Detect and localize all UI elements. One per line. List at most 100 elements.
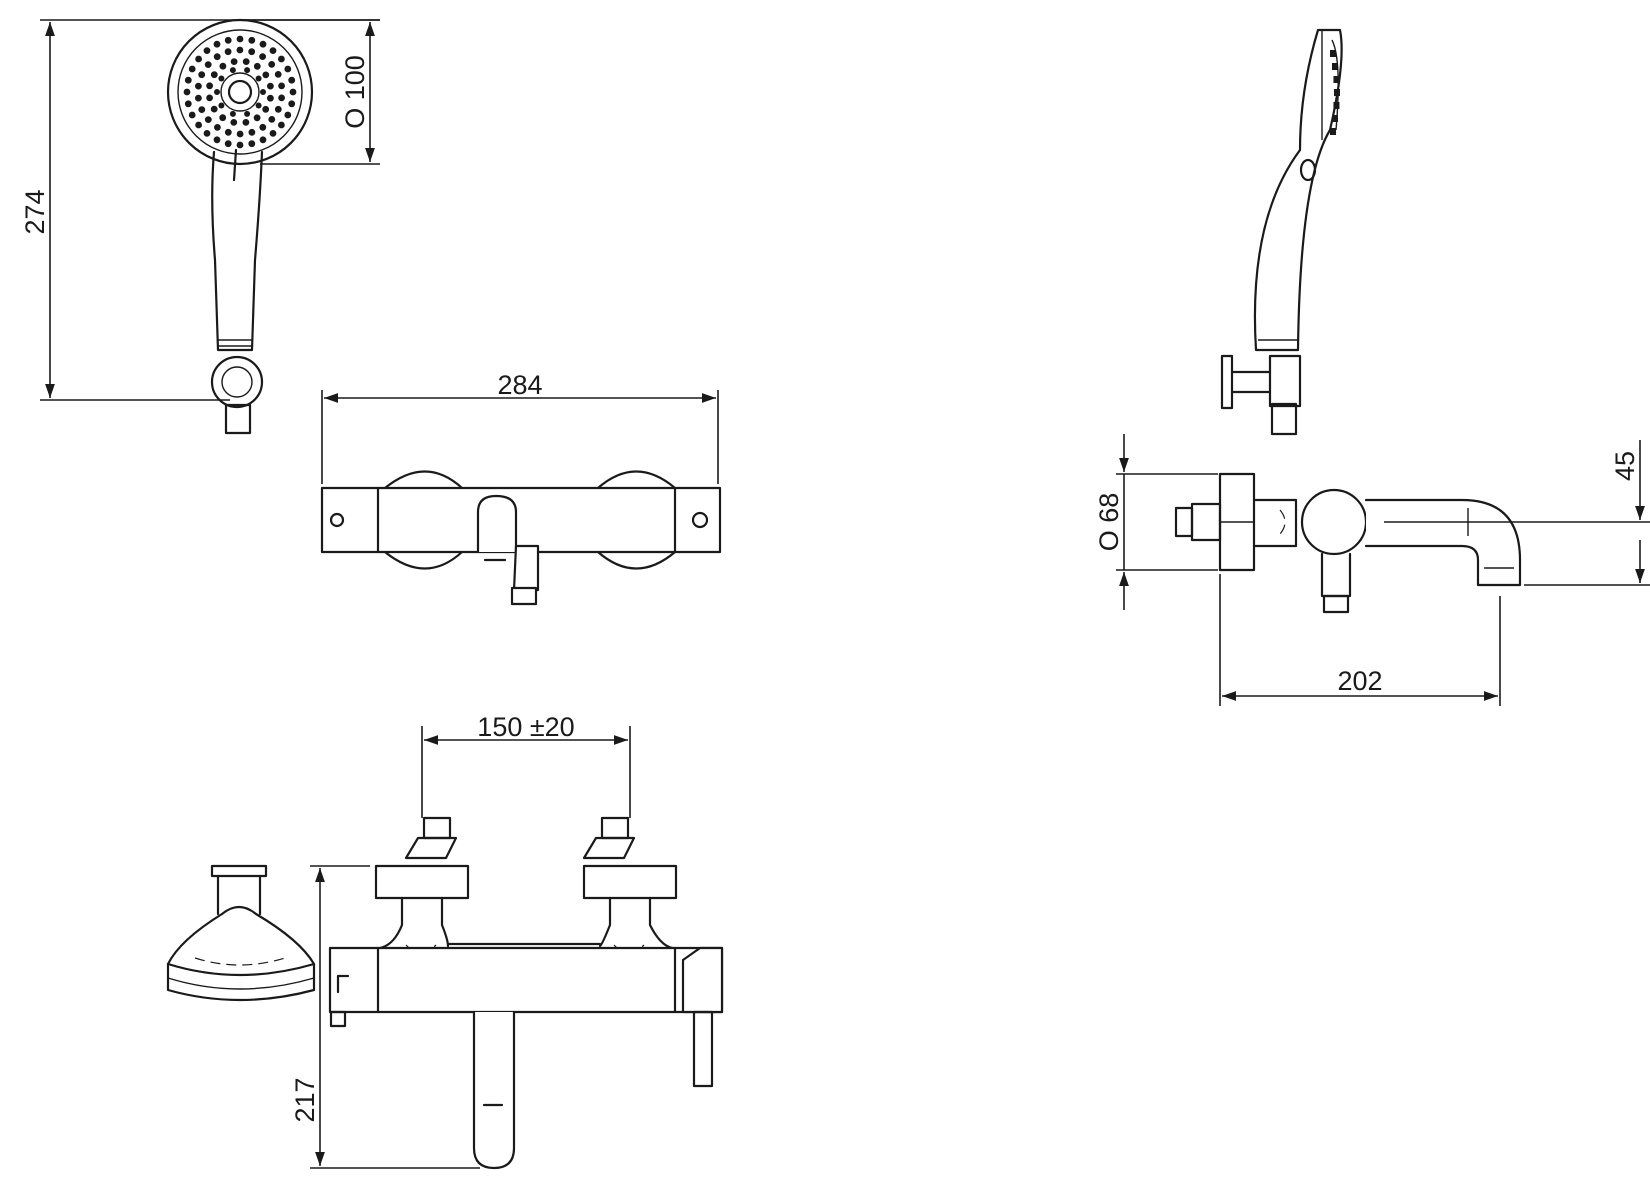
dimension-diameter-68: O 68 (1094, 434, 1218, 610)
nozzle-dot (253, 62, 261, 70)
nozzle-dot (210, 71, 218, 79)
nozzle-dot (213, 53, 221, 61)
nozzle-dot (269, 47, 277, 54)
nozzle-dot (195, 121, 203, 129)
nozzle-dot (288, 100, 296, 108)
nozzle-dot (198, 71, 206, 79)
nozzle-dot (213, 40, 221, 48)
dimension-217: 217 (290, 865, 480, 1169)
nozzle-dot (203, 130, 211, 137)
dim-45-label: 45 (1610, 451, 1640, 481)
nozzle-dot (274, 71, 282, 78)
nozzle-dot (278, 121, 285, 129)
nozzle-dot (244, 110, 251, 117)
nozzle-dot (195, 55, 203, 63)
nozzle-dot (278, 82, 285, 90)
hand-shower-side-view (1220, 28, 1343, 436)
mixer-front-view (320, 470, 722, 606)
nozzle-dot (218, 102, 225, 109)
side-nozzle (1330, 128, 1336, 135)
nozzle-dot (218, 75, 225, 82)
nozzle-dot (284, 65, 292, 73)
nozzle-dot (236, 141, 244, 149)
nozzle-dot (183, 88, 191, 96)
side-nozzle (1334, 89, 1340, 96)
nozzle-dot (269, 130, 277, 137)
dim-diameter-68-label: O 68 (1094, 493, 1124, 552)
side-nozzle (1332, 63, 1338, 70)
dim-202-label: 202 (1337, 666, 1382, 696)
nozzle-dot (274, 105, 282, 113)
nozzle-dot (259, 53, 266, 60)
side-nozzle (1333, 102, 1340, 109)
nozzle-dot (230, 119, 238, 126)
nozzle-dot (259, 136, 267, 144)
nozzle-dot (268, 116, 276, 123)
nozzle-dot (253, 114, 261, 122)
dim-217-label: 217 (290, 1077, 320, 1122)
nozzle-dot (195, 82, 202, 90)
dimension-150: 150 ±20 (421, 712, 631, 818)
nozzle-dot (260, 89, 266, 95)
nozzle-dot (236, 130, 244, 138)
nozzle-dot (244, 67, 251, 74)
nozzle-dot (206, 94, 214, 102)
nozzle-dot (188, 65, 196, 73)
dim-150-label: 150 ±20 (477, 712, 574, 742)
nozzle-dot (267, 82, 274, 90)
mixer-top-view (166, 816, 724, 1170)
nozzle-dot (229, 110, 236, 117)
dim-284-label: 284 (497, 370, 542, 400)
mixer-side-view (1174, 472, 1522, 614)
nozzle-dot (229, 67, 236, 74)
hand-shower-front-view (166, 18, 314, 435)
dimension-202: 202 (1219, 574, 1501, 706)
dim-diameter-100-label: O 100 (340, 55, 370, 129)
nozzle-dot (242, 119, 250, 126)
dimension-diameter-100: O 100 (236, 19, 380, 165)
nozzle-dot (224, 36, 232, 44)
nozzle-dot (224, 48, 232, 56)
nozzle-dot (214, 89, 220, 95)
nozzle-dot (236, 35, 244, 43)
nozzle-dot (262, 71, 270, 79)
dimension-274: 274 (20, 19, 380, 401)
dimension-45: 45 (1384, 440, 1650, 586)
nozzle-dot (230, 58, 238, 65)
nozzle-dot (284, 111, 292, 119)
nozzle-dot (188, 111, 196, 119)
dim-274-label: 274 (20, 189, 50, 234)
nozzle-dot (278, 55, 285, 63)
nozzle-dot (224, 128, 232, 136)
nozzle-dot (204, 61, 212, 68)
nozzle-dot (255, 102, 262, 109)
nozzle-dot (289, 88, 297, 96)
nozzle-dot (267, 94, 274, 102)
side-nozzle-row (1330, 50, 1340, 135)
nozzle-dot (248, 48, 256, 56)
nozzle-dot (248, 128, 256, 136)
nozzle-dot (184, 100, 192, 108)
nozzle-dot (236, 46, 244, 54)
dimension-284: 284 (321, 370, 719, 484)
nozzle-dot (248, 140, 256, 148)
nozzle-dot (204, 116, 212, 123)
nozzle-dot (203, 47, 211, 54)
nozzle-dot (219, 62, 227, 70)
nozzle-dot (255, 75, 262, 82)
nozzle-dot (210, 105, 218, 113)
nozzle-dot (259, 123, 267, 131)
side-nozzle (1330, 50, 1336, 57)
nozzle-dot (242, 58, 250, 65)
nozzle-dot (248, 36, 256, 44)
side-nozzle (1332, 115, 1338, 122)
nozzle-dot (262, 105, 270, 113)
nozzle-dot (184, 76, 192, 84)
nozzle-dot (288, 76, 296, 84)
nozzle-dot (213, 136, 221, 144)
nozzle-dot (219, 114, 227, 122)
nozzle-dot (224, 140, 232, 148)
side-nozzle (1333, 76, 1340, 83)
nozzle-dot (268, 61, 276, 68)
